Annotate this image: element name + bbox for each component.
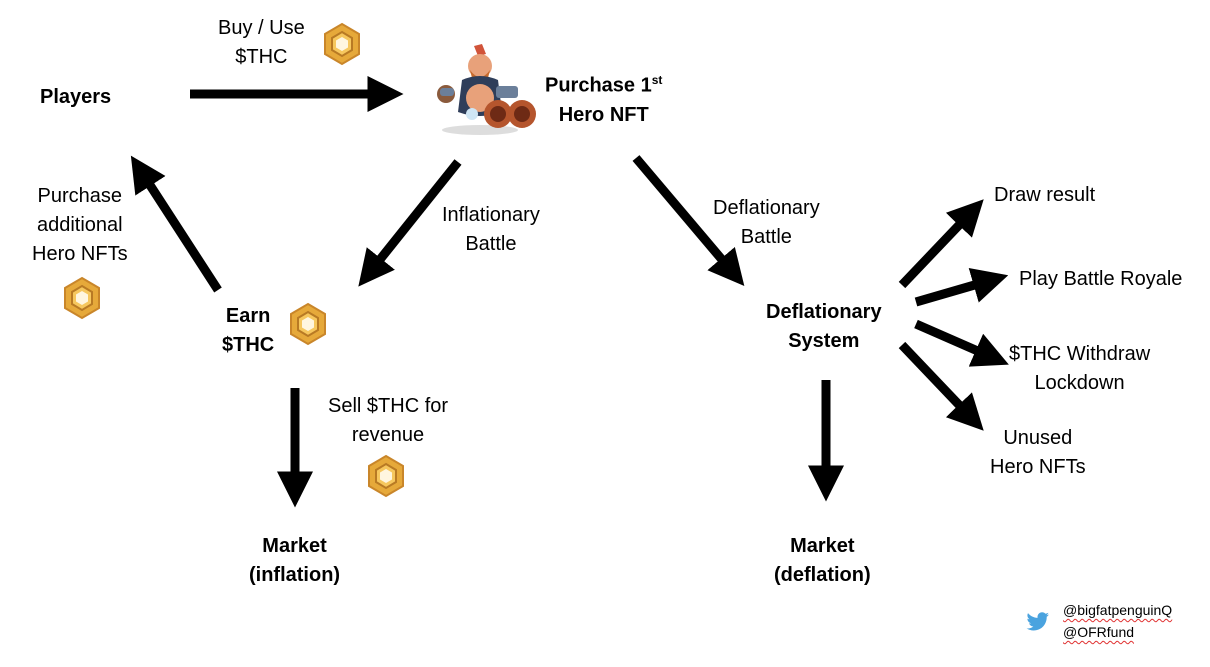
thc-coin-icon	[324, 22, 360, 66]
node-earn-text: Earn	[225, 305, 271, 327]
node-deflationary-system: Deflationary System	[766, 298, 882, 356]
ordinal-suffix: st	[651, 73, 663, 87]
node-thc-text: $THC	[222, 334, 275, 356]
node-market-deflation: Market (deflation)	[774, 532, 871, 590]
arrow-hero-to-earn	[358, 159, 462, 287]
outcome-unused-nfts: Unused Hero NFTs	[990, 424, 1086, 482]
thc-coin-icon	[290, 302, 326, 346]
edge-label-buy-use: Buy / Use $THC	[218, 14, 305, 72]
edge-buy-use-text: Buy / Use	[218, 17, 305, 39]
thc-coin-icon	[64, 276, 100, 320]
outcome-unused-text: Unused	[1003, 427, 1073, 449]
outcome-lockdown-text: Lockdown	[1034, 372, 1125, 394]
edge-label-inflationary-battle: Inflationary Battle	[442, 201, 540, 259]
arrow-to-battle-royale	[914, 267, 1009, 307]
node-inflation-text: (inflation)	[249, 564, 341, 586]
node-market-text: Market	[262, 535, 327, 557]
edge-purchase-text: Purchase	[37, 185, 123, 207]
outcome-draw-result: Draw result	[994, 184, 1096, 206]
edge-label-deflationary-battle: Deflationary Battle	[713, 194, 820, 252]
edge-deflationary-text: Deflationary	[713, 197, 820, 219]
outcome-hero-nfts-text: Hero NFTs	[990, 456, 1086, 478]
arrow-earn-to-players	[130, 155, 222, 293]
edge-battle-text: Battle	[740, 226, 792, 248]
edge-hero-nfts-text: Hero NFTs	[32, 243, 128, 265]
node-purchase-first-text: Purchase 1	[545, 74, 652, 97]
edge-thc-text: $THC	[235, 46, 288, 68]
outcome-withdraw-lockdown: $THC Withdraw Lockdown	[1009, 340, 1150, 398]
edge-revenue-text: revenue	[351, 424, 425, 446]
edge-additional-text: additional	[36, 214, 123, 236]
edge-label-sell-thc: Sell $THC for revenue	[328, 392, 448, 450]
arrow-hero-to-deflationary	[632, 155, 745, 287]
twitter-handle-link[interactable]: @bigfatpenguinQ	[1063, 602, 1173, 618]
twitter-handle-link[interactable]: @OFRfund	[1063, 624, 1135, 640]
node-market-inflation: Market (inflation)	[249, 532, 340, 590]
node-deflation-text: (deflation)	[774, 564, 871, 586]
node-market-text: Market	[790, 535, 855, 557]
outcome-battle-royale: Play Battle Royale	[1019, 268, 1183, 290]
edge-sell-text: Sell $THC for	[328, 395, 449, 417]
twitter-bird-icon	[1026, 612, 1049, 631]
node-players: Players	[40, 86, 112, 108]
edge-inflationary-text: Inflationary	[442, 204, 540, 226]
thc-coin-icon	[368, 454, 404, 498]
arrow-to-draw-result	[898, 199, 984, 289]
arrow-to-withdraw-lockdown	[914, 319, 1009, 367]
outcome-withdraw-text: $THC Withdraw	[1009, 343, 1151, 365]
arrow-to-unused-nfts	[898, 341, 984, 431]
node-deflationary-text: Deflationary	[766, 301, 882, 323]
edge-label-purchase-additional: Purchase additional Hero NFTs	[32, 182, 128, 269]
hero-character-icon	[437, 44, 536, 135]
credits-handles: @bigfatpenguinQ @OFRfund	[1063, 599, 1172, 643]
node-earn-thc: Earn $THC	[222, 302, 274, 360]
node-system-text: System	[788, 330, 860, 352]
node-purchase-first-hero: Purchase 1st Hero NFT	[545, 66, 662, 130]
edge-battle-text: Battle	[465, 233, 517, 255]
node-hero-nft-text: Hero NFT	[558, 103, 649, 126]
